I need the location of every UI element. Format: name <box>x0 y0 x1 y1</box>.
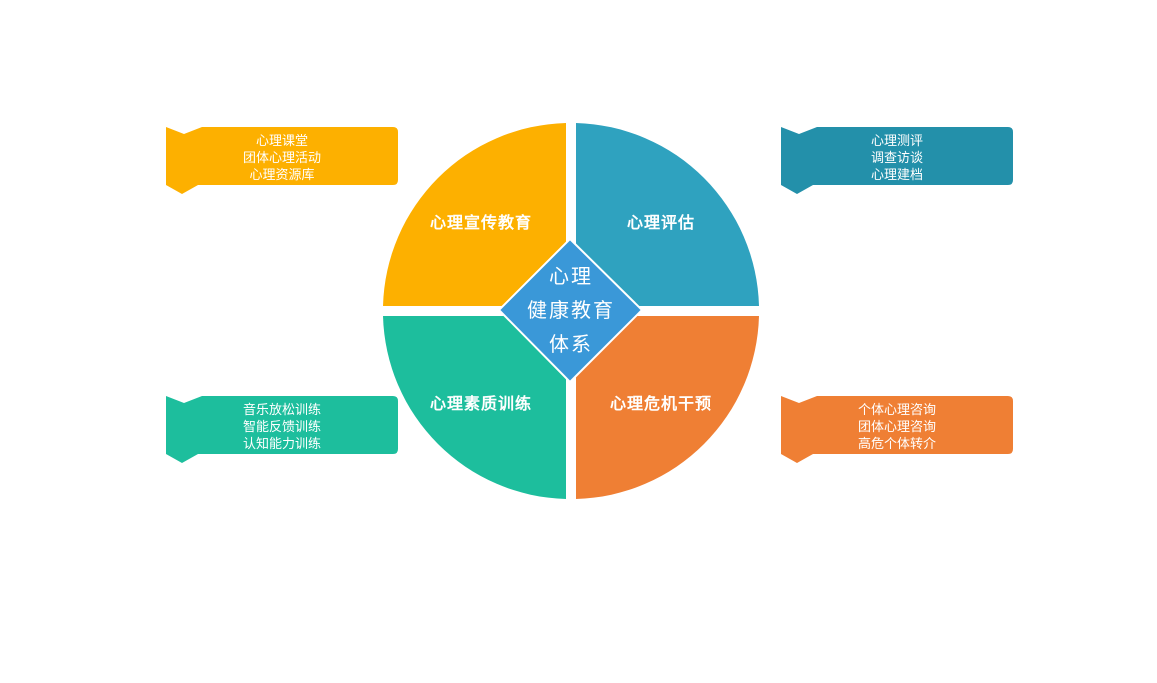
center-diamond-shape <box>497 237 644 384</box>
quadrant-top-right-shape <box>576 123 759 306</box>
quadrant-label-bottom-left: 心理素质训练 <box>429 394 533 413</box>
callout-item: 认知能力训练 <box>242 437 321 452</box>
center-title-line-2: 健康教育 <box>527 298 615 322</box>
center-title-line-3: 体系 <box>549 332 593 356</box>
callout-top-left: 心理课堂 团体心理活动 心理资源库 <box>202 133 362 184</box>
callout-item: 调查访谈 <box>870 151 923 166</box>
quadrant-bottom-left-shape <box>383 316 566 499</box>
quadrant-label-top-right: 心理评估 <box>626 213 696 232</box>
callout-item: 心理课堂 <box>255 134 308 149</box>
callout-bottom-left: 音乐放松训练 智能反馈训练 认知能力训练 <box>202 402 362 453</box>
center-title-line-1: 心理 <box>549 264 593 288</box>
callout-item: 智能反馈训练 <box>242 420 321 435</box>
quadrant-label-bottom-right: 心理危机干预 <box>609 394 713 413</box>
callout-item: 个体心理咨询 <box>857 403 936 418</box>
callout-item: 心理建档 <box>870 168 923 183</box>
callout-top-right-shape <box>781 127 1013 194</box>
quadrant-top-left-shape <box>383 123 566 306</box>
callout-item: 心理测评 <box>870 134 923 149</box>
quadrant-bottom-right-shape <box>576 316 759 499</box>
callout-top-left-shape <box>166 127 398 194</box>
callout-bottom-right-shape <box>781 396 1013 463</box>
callout-item: 团体心理活动 <box>242 151 321 166</box>
center-title: 心理 健康教育 体系 <box>527 259 615 361</box>
callout-item: 团体心理咨询 <box>857 420 936 435</box>
callout-item: 高危个体转介 <box>857 437 936 452</box>
callout-bottom-left-shape <box>166 396 398 463</box>
callout-item: 心理资源库 <box>249 168 315 183</box>
callout-bottom-right: 个体心理咨询 团体心理咨询 高危个体转介 <box>817 402 977 453</box>
quadrant-label-top-left: 心理宣传教育 <box>429 213 533 232</box>
callout-top-right: 心理测评 调查访谈 心理建档 <box>817 133 977 184</box>
callout-item: 音乐放松训练 <box>242 403 321 418</box>
